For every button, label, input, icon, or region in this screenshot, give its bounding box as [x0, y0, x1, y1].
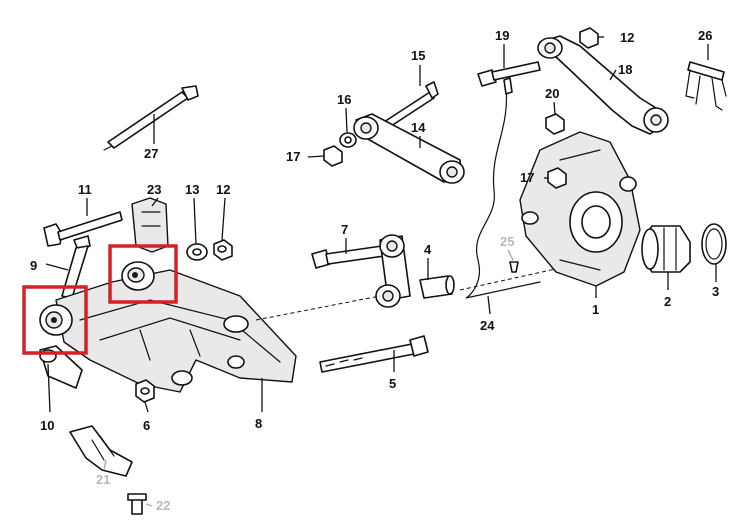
- part-19-bolt: [477, 61, 541, 87]
- callout-1: 1: [592, 302, 599, 317]
- highlight-box-upper-bushing: [108, 244, 178, 304]
- part-18-upper-arm: [537, 35, 669, 135]
- part-12-nut-left: [213, 239, 233, 261]
- part-25-bolt: [509, 261, 519, 273]
- callout-17-right: 17: [520, 170, 534, 185]
- callout-10: 10: [40, 418, 54, 433]
- part-4-sleeve: [419, 275, 455, 299]
- callout-8: 8: [255, 416, 262, 431]
- part-17-nut-upper: [323, 145, 343, 167]
- part-3-circlip: [701, 223, 727, 265]
- callout-7: 7: [341, 222, 348, 237]
- part-22-screw: [127, 493, 147, 515]
- part-5-long-bolt: [319, 335, 429, 373]
- callout-labels: 27 11 23 13 12 9 10 6 8 21 22 7 4 5 15 1…: [30, 28, 719, 513]
- assembly-lines: [255, 267, 561, 321]
- leader-lines: [45, 36, 717, 507]
- part-2-bushing: [641, 225, 691, 273]
- part-23-bracket: [131, 197, 169, 253]
- part-link-dogbone: [375, 234, 411, 308]
- part-20-nut: [545, 113, 565, 135]
- callout-11: 11: [78, 182, 92, 197]
- callout-12-right: 12: [620, 30, 634, 45]
- callout-2: 2: [664, 294, 671, 309]
- part-13-washer: [186, 243, 208, 261]
- callout-23: 23: [147, 182, 161, 197]
- bushing-upper: [121, 261, 155, 291]
- part-16-washer: [339, 132, 357, 148]
- callout-12-left: 12: [216, 182, 230, 197]
- callout-3: 3: [712, 284, 719, 299]
- part-26-clip: [685, 61, 727, 111]
- callout-27: 27: [144, 146, 158, 161]
- callout-24: 24: [480, 318, 495, 333]
- callout-18: 18: [618, 62, 632, 77]
- callout-6: 6: [143, 418, 150, 433]
- part-21-bracket: [69, 425, 133, 477]
- highlight-box-lower-bushing: [22, 285, 88, 355]
- callout-16: 16: [337, 92, 351, 107]
- callout-20: 20: [545, 86, 559, 101]
- callout-22: 22: [156, 498, 170, 513]
- callout-5: 5: [389, 376, 396, 391]
- callout-17-upper: 17: [286, 149, 300, 164]
- part-7-bolt: [311, 245, 385, 269]
- callout-26: 26: [698, 28, 712, 43]
- part-27-cable-tie: [103, 85, 199, 151]
- callout-13: 13: [185, 182, 199, 197]
- part-17-nut-right: [547, 167, 567, 189]
- part-1-wheel-carrier: [519, 131, 641, 287]
- callout-4: 4: [424, 242, 432, 257]
- part-6-nut: [135, 379, 155, 403]
- callout-15: 15: [411, 48, 425, 63]
- callout-14: 14: [411, 120, 426, 135]
- bushing-lower: [39, 304, 73, 336]
- callout-19: 19: [495, 28, 509, 43]
- part-11-bolt: [43, 211, 123, 247]
- callout-21: 21: [96, 472, 110, 487]
- part-14-control-arm: [353, 113, 465, 184]
- callout-9: 9: [30, 258, 37, 273]
- part-24-sensor-cable: [465, 77, 541, 299]
- callout-25: 25: [500, 234, 514, 249]
- part-12-nut-right: [579, 27, 599, 49]
